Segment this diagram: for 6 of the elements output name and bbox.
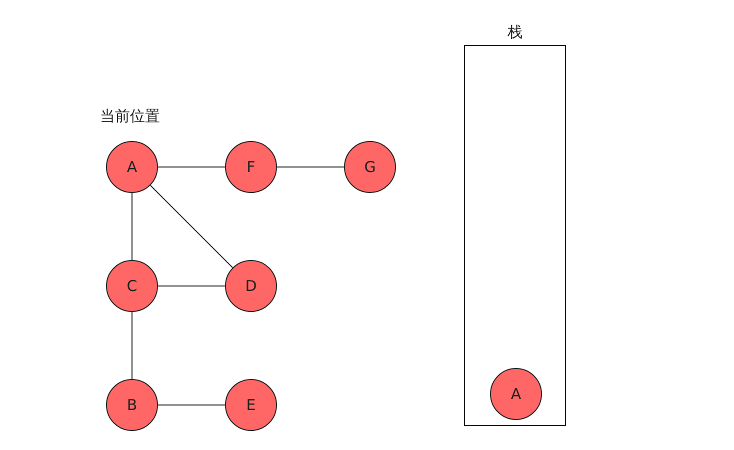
connector-line xyxy=(150,184,234,268)
stack-title: 栈 xyxy=(506,22,524,43)
text-label: 当前位置 xyxy=(100,106,160,127)
connector-line xyxy=(158,166,226,168)
connector-line xyxy=(158,404,226,406)
connector-line xyxy=(276,166,344,168)
